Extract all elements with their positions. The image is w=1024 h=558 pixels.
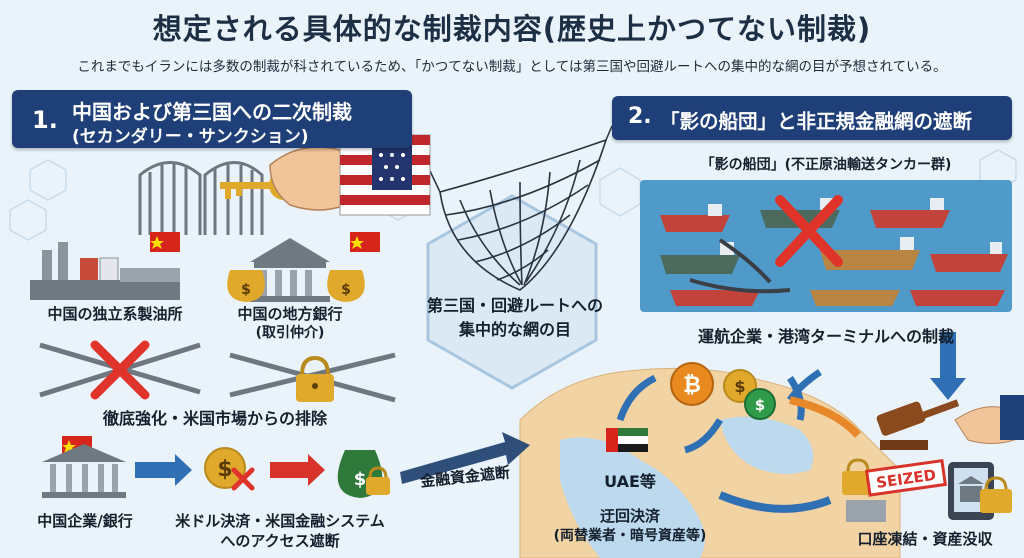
padlock-icon bbox=[296, 355, 334, 402]
section1-banner: 1. 中国および第三国への二次制裁 (セカンダリー・サンクション) bbox=[12, 90, 412, 148]
freeze-label: 口座凍結・資産没収 bbox=[857, 530, 993, 548]
cycle-arrow-icon bbox=[683, 418, 724, 454]
section2-banner: 2. 「影の船団」と非正規金融網の遮断 bbox=[612, 96, 1012, 140]
hexagon-pattern bbox=[9, 149, 1017, 241]
bitcoin-icon: ₿ bbox=[670, 362, 714, 406]
net-label-line2: 集中的な網の目 bbox=[458, 320, 571, 339]
building-panel bbox=[846, 500, 886, 522]
padlock-icon bbox=[980, 476, 1012, 513]
arrow-down-icon bbox=[930, 332, 966, 400]
dollar-access-label-line1: 米ドル決済・米国金融システム bbox=[175, 512, 385, 530]
net-label-line1: 第三国・回避ルートへの bbox=[426, 296, 603, 315]
svg-text:$: $ bbox=[734, 377, 745, 396]
money-bag-icon: $ bbox=[327, 270, 365, 302]
red-cross-icon bbox=[775, 195, 843, 267]
dollar-access-label-line2: へのアクセス遮断 bbox=[220, 532, 340, 550]
arrow-curve-icon bbox=[718, 491, 832, 513]
bank-label: 中国の地方銀行 bbox=[237, 305, 343, 323]
net-icon bbox=[439, 139, 607, 291]
corp-bank-label: 中国企業/銀行 bbox=[37, 512, 133, 530]
svg-text:$: $ bbox=[354, 469, 367, 490]
china-flag-icon bbox=[150, 232, 180, 252]
net-hexagon-frame bbox=[426, 194, 598, 390]
svg-text:$: $ bbox=[241, 282, 251, 298]
section2-title: 「影の船団」と非正規金融網の遮断 bbox=[660, 110, 973, 133]
padlock-icon bbox=[366, 466, 390, 495]
gavel-icon bbox=[876, 399, 960, 450]
section2-number: 2. bbox=[628, 104, 652, 129]
bypass-label-line2: (両替業者・暗号資産等) bbox=[553, 528, 707, 544]
section1-subtitle: (セカンダリー・サンクション) bbox=[72, 127, 309, 147]
bank-icon bbox=[42, 444, 126, 498]
red-cross-icon bbox=[90, 340, 150, 400]
dollar-coin-icon: $ bbox=[204, 447, 246, 489]
page-subtitle: これまでもイランには多数の制裁が科されているため、「かつてない制裁」としては第三… bbox=[77, 59, 947, 75]
dollar-coin-icon: $ bbox=[744, 388, 776, 420]
svg-text:₿: ₿ bbox=[683, 373, 701, 398]
sleeve-icon bbox=[1000, 395, 1024, 440]
svg-text:$: $ bbox=[755, 396, 765, 414]
uae-label: UAE等 bbox=[604, 472, 656, 491]
section1-number: 1. bbox=[32, 106, 58, 134]
tanker-icon bbox=[660, 198, 1008, 306]
red-cross-icon bbox=[231, 467, 255, 491]
uae-flag-icon bbox=[606, 428, 648, 452]
china-flag-icon bbox=[350, 232, 380, 252]
arrow-curve-icon bbox=[789, 396, 861, 438]
page-title: 想定される具体的な制裁内容(歴史上かつてない制裁) bbox=[152, 12, 872, 46]
svg-text:$: $ bbox=[217, 457, 232, 482]
money-bag-icon: $ bbox=[227, 270, 265, 302]
arrow-right-icon bbox=[135, 454, 192, 486]
seized-stamp-icon: SEIZED bbox=[864, 458, 947, 497]
chain-icon bbox=[689, 238, 791, 294]
exclusion-label: 徹底強化・米国市場からの排除 bbox=[102, 409, 327, 428]
bank-sublabel: (取引仲介) bbox=[255, 325, 325, 341]
gate-icon bbox=[138, 161, 264, 235]
cycle-arrow-icon bbox=[616, 374, 657, 422]
fleet-label: 「影の船団」(不正原油輸送タンカー群) bbox=[700, 157, 952, 173]
operators-label: 運航企業・港湾ターミナルへの制裁 bbox=[697, 327, 954, 346]
section1-title: 中国および第三国への二次制裁 bbox=[72, 100, 352, 124]
arrow-right-icon bbox=[270, 454, 325, 486]
funding-arrow-icon bbox=[400, 432, 530, 484]
tablet-icon bbox=[948, 462, 994, 520]
bypass-label-line1: 迂回決済 bbox=[599, 507, 660, 525]
svg-text:$: $ bbox=[341, 282, 351, 298]
refinery-label: 中国の独立系製油所 bbox=[47, 305, 183, 323]
refinery-icon bbox=[30, 242, 180, 300]
